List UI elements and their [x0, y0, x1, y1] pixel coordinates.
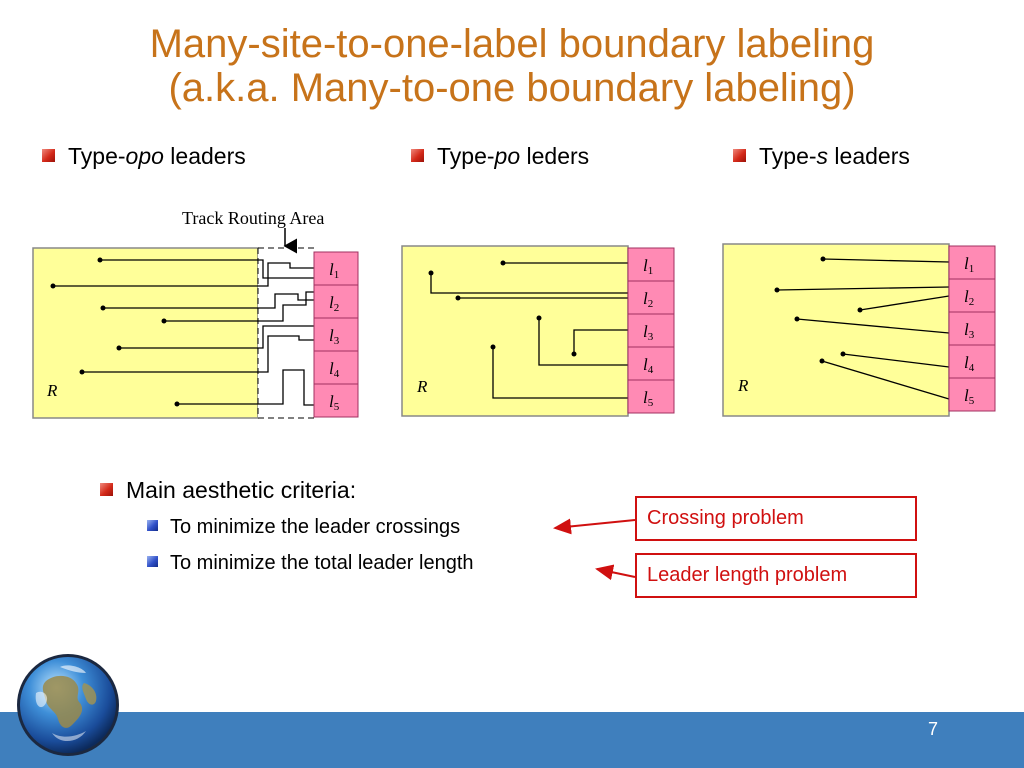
label-text: l3: [329, 326, 340, 347]
region-label: R: [46, 381, 58, 400]
label-text: l3: [643, 322, 654, 343]
criteria-item-crossings: To minimize the leader crossings: [147, 516, 460, 539]
diagram-opo: Track Routing Area R l1 l2 l3 l4: [32, 208, 359, 419]
column-heading-s: Type-s leaders: [733, 143, 910, 170]
heading-italic: opo: [125, 143, 164, 169]
diagram-s: R l1 l2 l3 l4 l5: [722, 243, 996, 417]
label-text: l5: [329, 392, 340, 413]
label-text: l4: [964, 353, 975, 374]
label-box: [948, 344, 996, 379]
s-leaders: [776, 258, 950, 400]
column-heading-opo: Type-opo leaders: [42, 143, 246, 170]
label-text: l1: [964, 254, 974, 275]
globe-icon: [17, 654, 119, 756]
label-box: [313, 317, 359, 352]
label-box: [627, 247, 675, 282]
label-box: [627, 379, 675, 414]
region-box: [401, 245, 629, 417]
criteria-heading: Main aesthetic criteria:: [100, 477, 356, 504]
sub-bullet-icon: [147, 556, 158, 567]
label-box: [313, 383, 359, 418]
criteria-item-text: To minimize the leader crossings: [170, 516, 461, 538]
label-box: [313, 350, 359, 385]
label-text: l5: [643, 388, 654, 409]
heading-suffix: leaders: [828, 143, 910, 169]
po-sites: [428, 260, 577, 357]
track-routing-area: [258, 248, 314, 418]
label-column: l1 l2 l3 l4 l5: [948, 245, 996, 412]
diagrams-svg: Track Routing Area R l1 l2 l3 l4: [32, 208, 996, 419]
label-box: [948, 278, 996, 313]
sub-bullet-icon: [147, 520, 158, 531]
bullet-icon: [100, 483, 113, 496]
crossing-problem-callout: Crossing problem: [635, 496, 917, 541]
column-heading-po: Type-po leders: [411, 143, 589, 170]
heading-italic: s: [816, 143, 829, 169]
page-number: 7: [927, 719, 938, 739]
label-column: l1 l2 l3 l4 l5: [627, 247, 675, 414]
title-line-1: Many-site-to-one-label boundary labeling: [149, 22, 875, 66]
length-arrow: [595, 564, 636, 581]
callout-text: Crossing problem: [647, 507, 804, 529]
diagram-po: R l1 l2 l3 l4 l5: [401, 245, 675, 417]
po-leaders: [430, 262, 628, 399]
bullet-icon: [733, 149, 746, 162]
label-text: l1: [643, 256, 653, 277]
opo-sites: [50, 257, 180, 407]
label-column: l1 l2 l3 l4 l5: [313, 251, 359, 418]
label-text: l2: [643, 289, 653, 310]
region-label: R: [737, 376, 749, 395]
label-text: l4: [329, 359, 340, 380]
label-text: l5: [964, 386, 975, 407]
label-text: l1: [329, 260, 339, 281]
label-text: l2: [329, 293, 339, 314]
footer-bar: [0, 712, 1024, 768]
label-box: [627, 346, 675, 381]
callout-text: Leader length problem: [647, 564, 848, 586]
label-text: l2: [964, 287, 974, 308]
criteria-item-text: To minimize the total leader length: [170, 552, 474, 574]
heading-prefix: Type-: [759, 143, 817, 169]
region-label: R: [416, 377, 428, 396]
title-line-2: (a.k.a. Many-to-one boundary labeling): [168, 66, 856, 110]
heading-italic: po: [494, 143, 521, 169]
slide-title: Many-site-to-one-label boundary labeling…: [0, 22, 1024, 110]
region-box: [32, 247, 259, 419]
heading-prefix: Type-: [437, 143, 495, 169]
opo-leaders: [53, 259, 314, 406]
criteria-heading-text: Main aesthetic criteria:: [126, 477, 357, 503]
s-sites: [774, 256, 863, 364]
label-text: l4: [643, 355, 654, 376]
crossing-arrow: [553, 518, 636, 535]
label-box: [948, 311, 996, 346]
bullet-icon: [411, 149, 424, 162]
heading-suffix: leders: [520, 143, 590, 169]
heading-suffix: leaders: [163, 143, 246, 169]
label-box: [948, 377, 996, 412]
length-problem-callout: Leader length problem: [635, 553, 917, 598]
criteria-item-length: To minimize the total leader length: [147, 552, 474, 575]
heading-prefix: Type-: [68, 143, 126, 169]
bullet-icon: [42, 149, 55, 162]
track-routing-label: Track Routing Area: [182, 208, 324, 228]
label-text: l3: [964, 320, 975, 341]
label-box: [627, 280, 675, 315]
